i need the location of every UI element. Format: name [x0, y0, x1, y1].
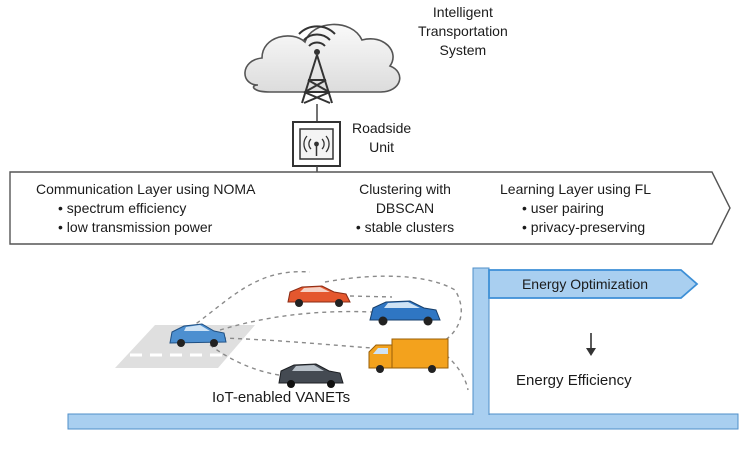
- roadside-unit-icon: [292, 121, 341, 167]
- rsu-label-line: Unit: [369, 139, 395, 155]
- learning-bullet: • privacy-preserving: [522, 219, 646, 235]
- communication-layer: Communication Layer using NOMA • spectru…: [36, 180, 255, 237]
- communication-bullet: • spectrum efficiency: [58, 200, 187, 216]
- transmission-tower-icon: [298, 25, 336, 104]
- learning-layer: Learning Layer using FL • user pairing •…: [500, 180, 651, 237]
- rsu-label-line: Roadside: [352, 120, 412, 136]
- its-label-line: Transportation: [418, 23, 508, 39]
- clustering-bullet: • stable clusters: [355, 219, 455, 235]
- its-label: Intelligent Transportation System: [418, 3, 508, 60]
- blue-car-left-icon: [169, 323, 227, 347]
- learning-layer-title: Learning Layer using FL: [500, 181, 651, 197]
- rsu-label: Roadside Unit: [352, 119, 411, 157]
- energy-riser: [472, 267, 490, 415]
- clustering-title-line: DBSCAN: [375, 200, 435, 216]
- blue-car-right-icon: [369, 300, 441, 326]
- energy-optimization-banner: [488, 269, 699, 299]
- down-arrow-icon: [586, 333, 596, 356]
- energy-efficiency-label: Energy Efficiency: [516, 372, 632, 389]
- bottom-road-bar: [67, 413, 739, 430]
- red-car-icon: [287, 285, 351, 307]
- vanet-label: IoT-enabled VANETs: [212, 389, 351, 406]
- its-label-line: Intelligent: [432, 4, 493, 20]
- vehicle-links: [189, 270, 469, 391]
- learning-bullet: • user pairing: [522, 200, 604, 216]
- truck-icon: [368, 338, 449, 373]
- communication-bullet: • low transmission power: [58, 219, 213, 235]
- clustering-title-line: Clustering with: [359, 181, 451, 197]
- gray-car-icon: [278, 363, 344, 388]
- energy-optimization-label: Energy Optimization: [521, 276, 649, 292]
- its-label-line: System: [439, 42, 487, 58]
- cloud-icon: [244, 23, 401, 93]
- layer-band: [9, 171, 731, 245]
- clustering-layer: Clustering with DBSCAN • stable clusters: [340, 180, 470, 237]
- communication-layer-title: Communication Layer using NOMA: [36, 181, 256, 197]
